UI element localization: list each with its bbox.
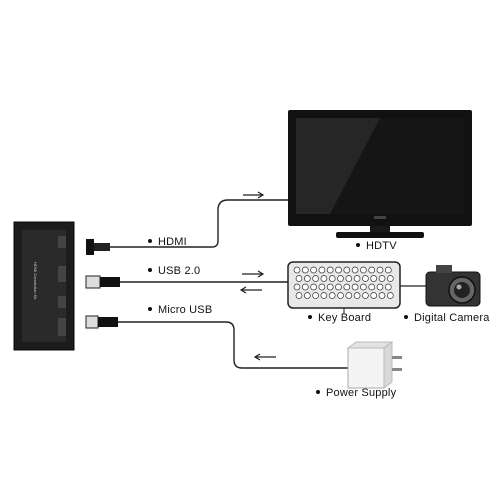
keyboard-key	[386, 292, 394, 299]
keyboard-key	[384, 266, 392, 274]
keyboard-key	[386, 275, 394, 282]
sd-port-3	[58, 296, 66, 308]
bullet-icon	[308, 315, 312, 320]
bullet-icon	[356, 243, 360, 248]
keyboard-key	[370, 275, 378, 282]
hub-label: HDMI Connection Kit	[33, 262, 38, 300]
keyboard-key	[362, 275, 369, 282]
bullet-icon	[316, 390, 320, 395]
keyboard-key	[362, 292, 369, 299]
keyboard-key	[345, 275, 353, 282]
keyboard-key	[326, 283, 334, 291]
keyboard-key	[326, 266, 334, 274]
hdtv-device	[288, 110, 472, 238]
keyboard-key	[318, 266, 326, 274]
hdmi-label: HDMI	[148, 236, 187, 248]
keyboard-key	[368, 283, 376, 291]
keyboard-key	[328, 292, 336, 299]
keyboard-key	[360, 266, 367, 274]
keyboard-key	[384, 283, 392, 291]
bullet-icon	[148, 307, 152, 312]
micro-usb-cable	[85, 315, 348, 369]
bullet-icon	[148, 268, 152, 273]
power-arrow	[253, 353, 276, 361]
hub-device	[13, 221, 75, 351]
hdmi-arrow	[243, 191, 265, 199]
sd-port-2	[58, 266, 66, 282]
usb-arrow-left	[239, 286, 262, 294]
keyboard-key	[376, 283, 384, 291]
keyboard-key	[343, 266, 351, 274]
keyboard-key	[310, 283, 317, 291]
keyboard-key	[328, 275, 336, 282]
power-supply-device	[346, 341, 402, 389]
bullet-icon	[404, 315, 408, 320]
keyboard-key	[295, 275, 303, 282]
keyboard-key	[301, 283, 309, 291]
bullet-icon	[148, 239, 152, 244]
keyboard-key	[378, 275, 386, 282]
camera-device	[400, 265, 481, 307]
keyboard-key	[301, 266, 309, 274]
keyboard-key	[335, 266, 342, 274]
keyboard-key	[351, 283, 359, 291]
keyboard-key	[345, 292, 353, 299]
keyboard-key	[335, 283, 342, 291]
keyboard-key	[351, 266, 359, 274]
keyboard-key	[368, 266, 376, 274]
keyboard-key	[360, 283, 367, 291]
keyboard-key	[293, 266, 301, 274]
camera-label: Digital Camera	[404, 312, 490, 324]
keyboard-key	[303, 292, 311, 299]
usb-cable	[85, 270, 288, 294]
keyboard-key	[370, 292, 378, 299]
hdmi-cable	[86, 191, 290, 255]
keyboard-key	[303, 275, 311, 282]
keyboard-key	[337, 275, 344, 282]
keyboard-key	[353, 275, 361, 282]
keyboard-key	[312, 292, 319, 299]
keyboard-key	[312, 275, 319, 282]
keyboard-label: Key Board	[308, 312, 371, 324]
keyboard-key	[376, 266, 384, 274]
keyboard-key	[378, 292, 386, 299]
keyboard-key	[320, 275, 328, 282]
keyboard-key	[318, 283, 326, 291]
usb-arrow-right	[242, 270, 265, 278]
keyboard-key	[320, 292, 328, 299]
keyboard-key	[295, 292, 303, 299]
hdmi-port	[58, 318, 66, 336]
usb-label: USB 2.0	[148, 265, 200, 277]
sd-port-1	[58, 236, 66, 248]
keyboard-device	[287, 261, 401, 314]
power-label: Power Supply	[316, 387, 396, 399]
keyboard-key	[337, 292, 344, 299]
micro-usb-label: Micro USB	[148, 304, 212, 316]
keyboard-key	[343, 283, 351, 291]
keyboard-key	[310, 266, 317, 274]
keyboard-key	[353, 292, 361, 299]
hdtv-label: HDTV	[356, 240, 397, 252]
keyboard-key	[293, 283, 301, 291]
